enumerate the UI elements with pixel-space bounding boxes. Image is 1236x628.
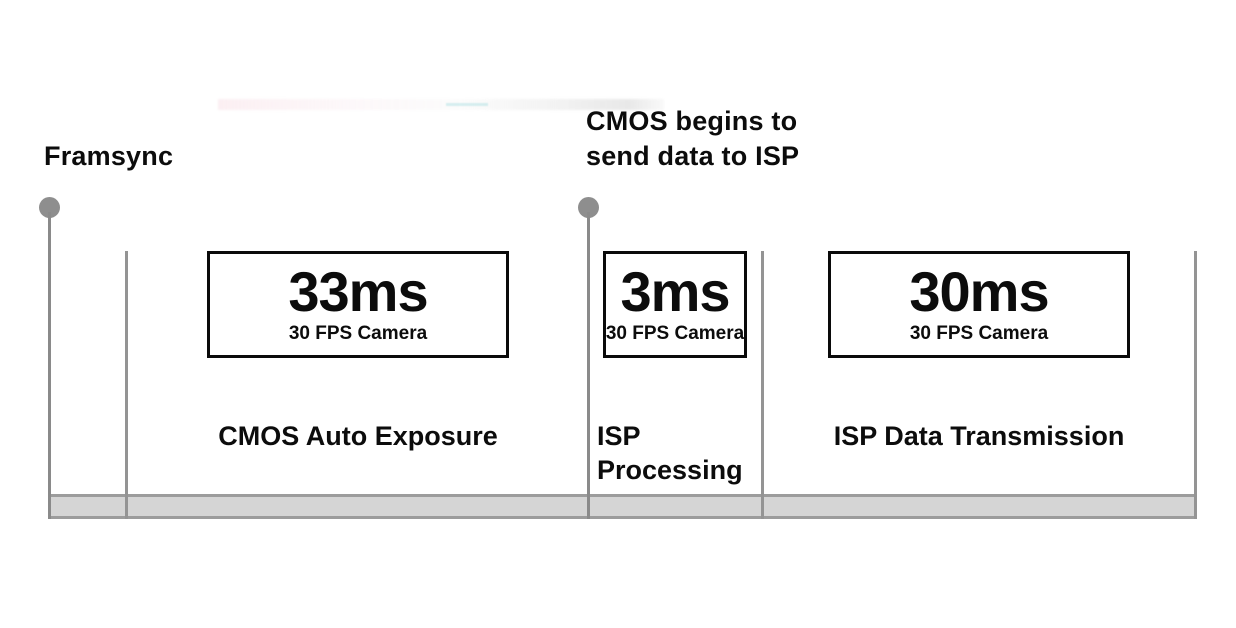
tick-line-transmission-start [761,251,764,519]
stage-label-isp-processing: ISP Processing [597,421,743,485]
duration-box-cmos-auto-exposure: 33ms 30 FPS Camera [207,251,509,358]
framsync-pin-icon [39,197,60,218]
cmos-send-pin-line [587,212,590,519]
tick-line-end [1194,251,1197,519]
cmos-send-pin-icon [578,197,599,218]
stage-label-isp-data-transmission: ISP Data Transmission [833,421,1125,451]
duration-subtitle: 30 FPS Camera [288,323,428,344]
erased-text-artifact [218,99,664,110]
duration-value: 30ms [909,260,1049,323]
stage-label-cmos-auto-exposure: CMOS Auto Exposure [218,421,498,451]
duration-subtitle: 30 FPS Camera [909,323,1049,344]
duration-subtitle: 30 FPS Camera [605,323,745,344]
cmos-begins-label: CMOS begins to send data to ISP [586,106,800,171]
duration-value: 33ms [288,260,428,323]
duration-box-isp-data-transmission: 30ms 30 FPS Camera [828,251,1130,358]
timeline-bar [48,494,1197,519]
duration-box-isp-processing: 3ms 30 FPS Camera [603,251,747,358]
framsync-label: Framsync [44,141,174,171]
duration-value: 3ms [620,260,730,323]
tick-line-exposure-start [125,251,128,519]
erased-text-artifact-cyan [446,103,488,106]
framsync-pin-line [48,212,51,519]
